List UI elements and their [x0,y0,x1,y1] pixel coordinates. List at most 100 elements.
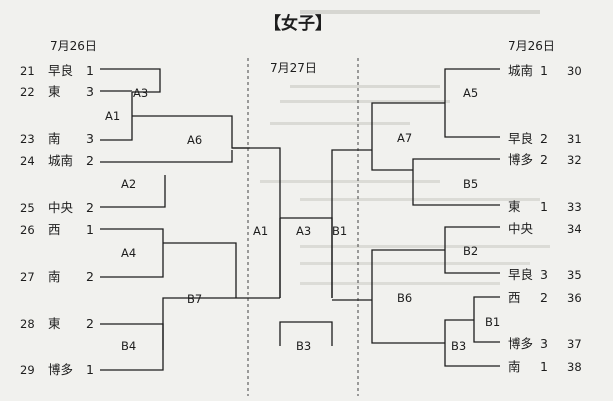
team-name: 早良 [508,267,533,282]
team-name: 博多 [48,362,73,377]
team-name: 南 [508,359,521,374]
match-b6-label: B6 [397,291,412,305]
entry-37: 博多 3 37 [508,336,582,351]
team-score: 3 [540,267,548,282]
match-a3-label: A3 [133,86,148,100]
team-score: 2 [86,153,94,168]
third-place-bracket [279,321,333,346]
seed-number: 29 [20,363,35,377]
team-score: 1 [540,63,548,78]
seed-number: 32 [567,153,582,167]
seed-number: 33 [567,200,582,214]
match-a6-label: A6 [187,133,202,147]
entry-33: 東 1 33 [508,199,582,214]
team-name: 東 [48,316,61,331]
team-name: 博多 [508,152,533,167]
entry-24: 24 城南 2 [20,153,94,168]
seed-number: 26 [20,223,35,237]
date-center: 7月27日 [270,61,317,75]
entry-23: 23 南 3 [20,131,94,146]
match-a2-label: A2 [121,177,136,191]
seed-number: 36 [567,291,582,305]
left-entries: 21 早良 1 22 東 3 23 南 3 24 城南 2 25 中央 2 26… [20,63,94,377]
entry-30: 城南 1 30 [508,63,582,78]
final-a3-label: A3 [296,224,311,238]
team-name: 西 [508,290,521,305]
match-b4-label: B4 [121,339,136,353]
seed-number: 25 [20,201,35,215]
match-b1-label: B1 [485,315,500,329]
final-a1-label: A1 [253,224,268,238]
seed-number: 22 [20,85,35,99]
team-name: 南 [48,269,61,284]
entry-36: 西 2 36 [508,290,582,305]
seed-number: 38 [567,360,582,374]
seed-number: 24 [20,154,35,168]
bleed-through-texture [260,10,550,285]
team-score: 1 [540,199,548,214]
team-name: 南 [48,131,61,146]
match-a7-label: A7 [397,131,412,145]
team-score: 1 [86,63,94,78]
team-name: 早良 [48,63,73,78]
match-b2-label: B2 [463,244,478,258]
bracket-title: 【女子】 [264,13,332,34]
third-place-b3-label: B3 [296,339,311,353]
seed-number: 23 [20,132,35,146]
entry-27: 27 南 2 [20,269,94,284]
seed-number: 34 [567,222,582,236]
team-score: 1 [86,362,94,377]
team-score: 3 [540,336,548,351]
team-score: 2 [86,200,94,215]
team-score: 2 [86,316,94,331]
team-score: 3 [86,84,94,99]
entry-25: 25 中央 2 [20,200,94,215]
entry-29: 29 博多 1 [20,362,94,377]
team-score: 2 [86,269,94,284]
entry-26: 26 西 1 [20,222,94,237]
entry-22: 22 東 3 [20,84,94,99]
team-name: 中央 [508,221,534,236]
team-score: 2 [540,152,548,167]
team-name: 早良 [508,131,533,146]
entry-31: 早良 2 31 [508,131,582,146]
seed-number: 21 [20,64,35,78]
date-right: 7月26日 [508,39,555,53]
team-name: 城南 [508,63,533,78]
seed-number: 28 [20,317,35,331]
match-a4-label: A4 [121,246,136,260]
date-left: 7月26日 [50,39,97,53]
team-score: 1 [86,222,94,237]
match-b3-label: B3 [451,339,466,353]
entry-38: 南 1 38 [508,359,582,374]
match-b5-label: B5 [463,177,478,191]
seed-number: 35 [567,268,582,282]
team-name: 城南 [48,153,73,168]
entry-32: 博多 2 32 [508,152,582,167]
entry-28: 28 東 2 [20,316,94,331]
final-bracket [279,217,333,346]
match-b7-label: B7 [187,292,202,306]
entry-35: 早良 3 35 [508,267,582,282]
entry-34: 中央 34 [508,221,582,236]
team-score: 1 [540,359,548,374]
final-b1-label: B1 [332,224,347,238]
seed-number: 37 [567,337,582,351]
team-score: 2 [540,290,548,305]
team-name: 西 [48,222,61,237]
left-bracket-lines [100,68,281,371]
team-name: 博多 [508,336,533,351]
team-score: 3 [86,131,94,146]
team-score: 2 [540,131,548,146]
team-name: 中央 [48,200,74,215]
entry-21: 21 早良 1 [20,63,94,78]
team-name: 東 [48,84,61,99]
match-a5-label: A5 [463,86,478,100]
match-labels: A3 A1 A6 A2 A4 B7 B4 A1 A3 B1 B3 A5 A7 B… [105,86,500,353]
right-entries: 城南 1 30 早良 2 31 博多 2 32 東 1 33 中央 34 早良 … [508,63,582,374]
right-bracket-lines [331,68,500,367]
seed-number: 31 [567,132,582,146]
team-name: 東 [508,199,521,214]
seed-number: 27 [20,270,35,284]
